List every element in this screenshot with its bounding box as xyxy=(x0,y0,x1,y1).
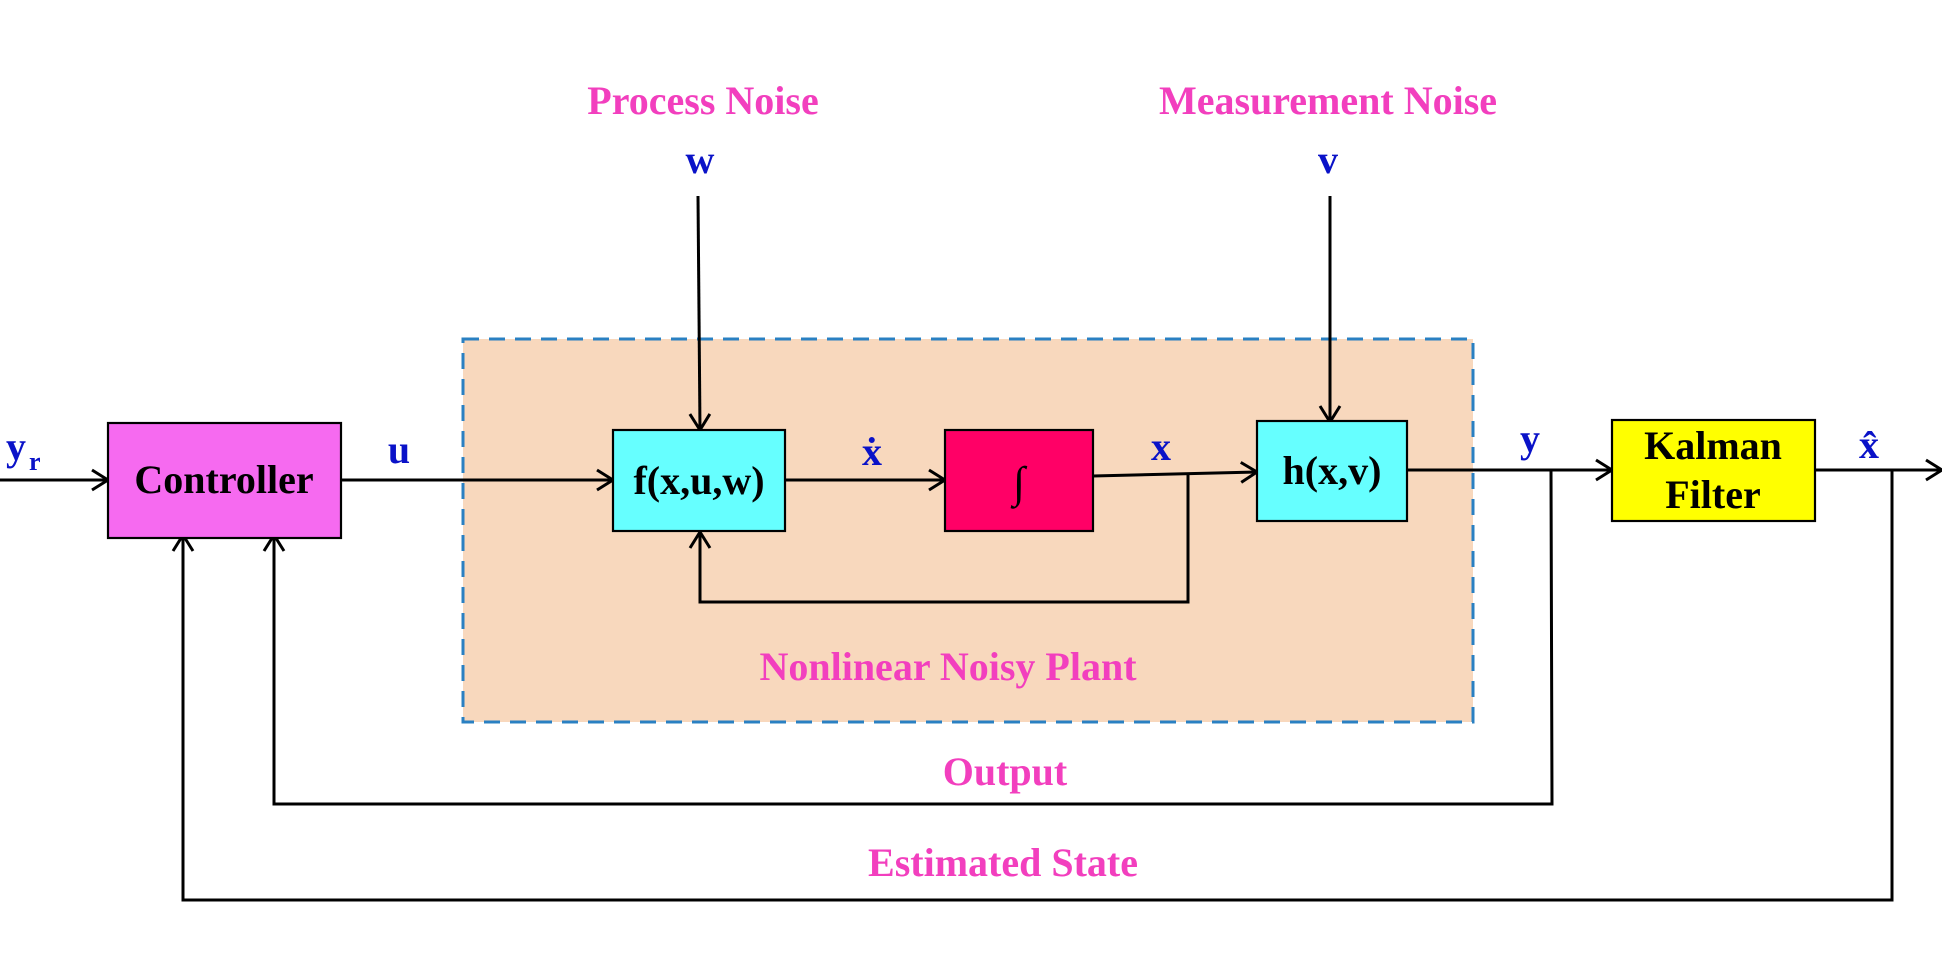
u-label: u xyxy=(388,427,410,472)
integrator-label: ∫ xyxy=(1010,458,1028,509)
integrator-block: ∫ xyxy=(943,428,1095,533)
yr-main: y xyxy=(6,424,26,469)
kalman-label-line1: Kalman xyxy=(1644,423,1782,468)
output-feedback-wire xyxy=(274,469,1554,806)
state-feedback-wire xyxy=(700,475,1190,604)
w-label: w xyxy=(686,137,715,182)
h-block: h(x,v) xyxy=(1255,419,1409,523)
estimated-state-feedback-wire xyxy=(183,470,1894,902)
xdot-label: ẋ xyxy=(862,429,882,474)
controller-label: Controller xyxy=(134,457,313,502)
output-caption: Output xyxy=(943,749,1068,794)
measurement-noise-caption: Measurement Noise xyxy=(1159,78,1497,123)
kalman-label-line2: Filter xyxy=(1665,472,1761,517)
w-wire xyxy=(698,195,700,430)
yr-sub: r xyxy=(29,447,41,476)
v-label: v xyxy=(1318,137,1338,182)
f-block: f(x,u,w) xyxy=(611,428,787,533)
h-block-label: h(x,v) xyxy=(1283,448,1382,493)
xhat-label: x̂ xyxy=(1859,422,1879,467)
process-noise-caption: Process Noise xyxy=(587,78,818,123)
y-label: y xyxy=(1520,416,1540,461)
x-label: x xyxy=(1151,424,1171,469)
x-wire xyxy=(1092,472,1257,476)
f-block-label: f(x,u,w) xyxy=(633,458,764,503)
kalman-filter-block: Kalman Filter xyxy=(1610,418,1817,523)
controller-block: Controller xyxy=(106,421,343,540)
estimated-state-caption: Estimated State xyxy=(868,840,1138,885)
plant-caption: Nonlinear Noisy Plant xyxy=(759,644,1137,689)
